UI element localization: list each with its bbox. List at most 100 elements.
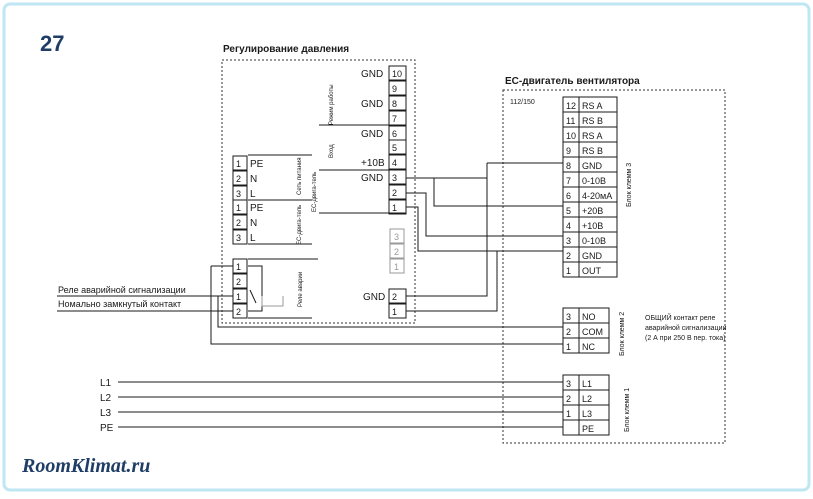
block2-note-3: (2 А при 250 В пер. тока)	[645, 335, 726, 342]
block2-num: 2	[566, 327, 571, 337]
block3-num: 3	[566, 236, 571, 246]
left-terminal-num-cell	[232, 229, 248, 245]
wire-t3-to-5	[406, 177, 563, 207]
right-terminal-num: 9	[392, 84, 397, 94]
relay-contact	[261, 296, 284, 307]
right-terminal-num: 2	[392, 188, 397, 198]
block3-num: 12	[566, 101, 576, 111]
block3-label-cell-text: 4-20мА	[582, 191, 612, 201]
block2-label: Блок клемм 2	[619, 312, 626, 356]
right-terminal-num: 7	[392, 114, 397, 124]
block3-num: 6	[566, 191, 571, 201]
ghost-terminal-cell	[389, 228, 405, 244]
block1-num: 3	[566, 379, 571, 389]
block2-note-2: аварийной сигнализации	[645, 324, 726, 332]
right-terminal-label: GND	[361, 69, 383, 80]
relay-switch	[249, 289, 257, 304]
block3-num: 2	[566, 251, 571, 261]
left-terminal-label: PE	[250, 203, 264, 214]
block2-num: 1	[566, 342, 571, 352]
motor-block-title: EC-двигатель вентилятора	[505, 76, 640, 87]
alarm-terminal-label: GND	[363, 292, 385, 303]
pressure-alarm-terminals: 2 GND 1	[363, 288, 407, 319]
right-terminal-label: GND	[361, 129, 383, 140]
supply-line-label: PE	[100, 423, 114, 434]
block2-label-cell	[578, 337, 610, 354]
relay-loop	[248, 265, 263, 312]
block1-label: L3	[582, 409, 592, 419]
block2-label: NC	[582, 342, 595, 352]
group-mains-label: Сеть питания	[297, 157, 303, 195]
right-terminal-label: +10В	[361, 158, 385, 169]
right-terminal-num-cell	[388, 139, 407, 155]
left-terminal-num: 2	[236, 174, 241, 184]
right-terminal-num: 10	[392, 69, 402, 79]
block2-label: NO	[582, 312, 596, 322]
block3-label-cell-text: 0-10В	[582, 236, 606, 246]
wire-relay-com	[217, 296, 563, 328]
block1-label: Блок клемм 1	[624, 388, 631, 432]
block1-label: PE	[582, 424, 594, 434]
nc-contact-label: Номально замкнутый контакт	[58, 299, 181, 309]
right-terminal-label: GND	[361, 99, 383, 110]
block3-num: 4	[566, 221, 571, 231]
block1-num: 1	[566, 409, 571, 419]
block3-label-cell-text-cell	[578, 261, 618, 278]
group-ec-label: EC-двига-тель	[312, 172, 318, 212]
block3-label-cell-text: RS A	[582, 131, 603, 141]
right-terminal-num: 1	[392, 203, 397, 213]
left-terminal-num-cell	[232, 170, 248, 186]
ghost-terminal-num: 3	[394, 232, 399, 242]
left-terminal-num: 3	[236, 189, 241, 199]
right-terminal-num-cell	[388, 184, 407, 200]
group-mode-label: Режим работы	[329, 84, 335, 125]
left-terminal-num: 1	[236, 159, 241, 169]
block3-num: 9	[566, 146, 571, 156]
supply-line-label: L3	[100, 408, 112, 419]
block1-label: L1	[582, 379, 592, 389]
alarm-relay-label: Реле аварийной сигнализации	[58, 285, 186, 295]
block3-label-cell-text: +10В	[582, 221, 603, 231]
wire-alarm-1	[406, 251, 498, 312]
block3-label-cell-text: RS A	[582, 101, 603, 111]
block3-num: 8	[566, 161, 571, 171]
right-terminal-num-cell	[388, 80, 407, 96]
block3-num: 1	[566, 266, 571, 276]
brand-logo: RoomKlimat.ru	[21, 455, 150, 477]
block3-num: 7	[566, 176, 571, 186]
block1-label-cell	[578, 419, 610, 436]
alarm-terminal-num: 1	[392, 307, 397, 317]
pressure-ghost-terminals: 321	[389, 228, 405, 274]
relay-terminal-num: 2	[236, 277, 241, 287]
block3-label-cell-text: GND	[582, 251, 603, 261]
relay-terminal-num: 1	[236, 262, 241, 272]
pressure-relay-terminals: 1 2 1 2	[232, 258, 248, 319]
pressure-block-border	[221, 59, 416, 324]
block3-label-cell-text: GND	[582, 161, 603, 171]
left-terminal-num-cell	[232, 214, 248, 230]
relay-terminal-num: 1	[236, 292, 241, 302]
alarm-terminal-num: 2	[392, 292, 397, 302]
block3-num: 5	[566, 206, 571, 216]
block3-label: Блок клемм 3	[626, 163, 633, 207]
supply-line-label: L2	[100, 393, 112, 404]
pressure-block-title: Регулирование давления	[223, 44, 349, 55]
relay-terminal-num: 2	[236, 307, 241, 317]
group-ec2-label: EC-двига-тель	[297, 205, 303, 245]
relay-terminal-num-cell	[232, 273, 248, 289]
wire-relay-nc	[210, 266, 563, 345]
block1-num: 2	[566, 394, 571, 404]
figure-number: 27	[40, 31, 64, 56]
left-terminal-label: L	[250, 189, 256, 200]
right-terminal-num: 6	[392, 129, 397, 139]
right-terminal-num: 4	[392, 158, 397, 168]
right-terminal-num-cell	[388, 154, 407, 170]
right-terminal-label: GND	[361, 173, 383, 184]
left-terminal-label: PE	[250, 159, 264, 170]
right-terminal-num-cell	[388, 65, 407, 81]
left-terminal-num: 1	[236, 203, 241, 213]
